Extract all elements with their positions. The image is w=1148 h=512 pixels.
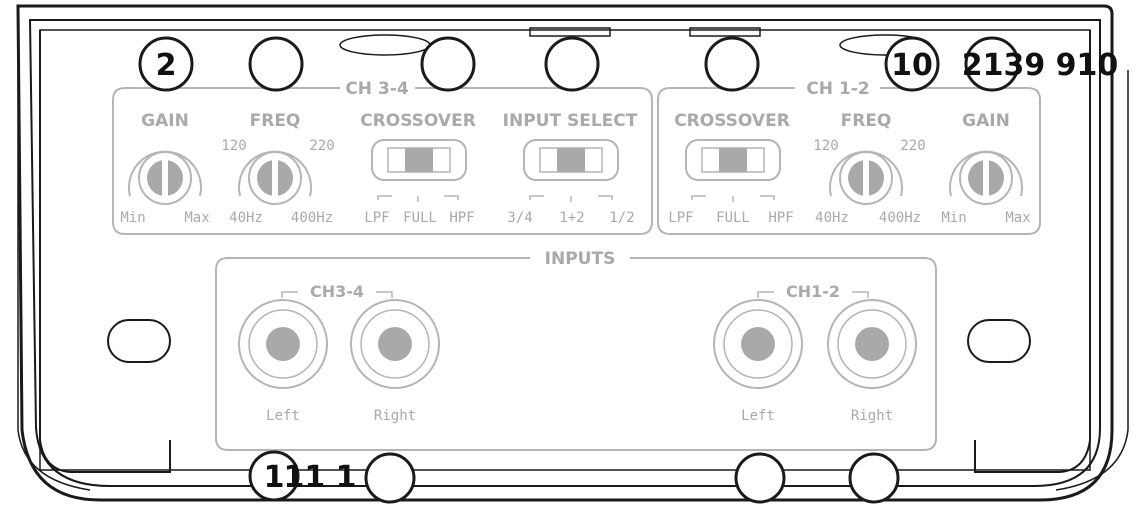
ch12-gain-label: GAIN (962, 111, 1010, 131)
callout-circle (420, 36, 476, 92)
callout-label-top-left: 2 (156, 48, 177, 83)
mount-slot-right (967, 319, 1031, 363)
callout-circle (964, 36, 1020, 92)
mount-slot-left (107, 319, 171, 363)
ch12-freq-label: FREQ (841, 111, 892, 131)
ch34-gain-min: Min (120, 210, 145, 226)
ch34-crossover-switch[interactable] (371, 139, 467, 181)
ch12-freq-120: 120 (813, 138, 838, 154)
callout-circle (884, 36, 940, 92)
ch34-gain-max: Max (184, 210, 209, 226)
inputs-ch12-left-label: Left (741, 408, 775, 424)
ch12-gain-knob[interactable] (949, 150, 1023, 205)
ch34-freq-40hz: 40Hz (229, 210, 263, 226)
ch34-freq-220: 220 (309, 138, 334, 154)
callouts-bottom: 1 11 1 (248, 450, 900, 504)
ch12-crossover-full: FULL (716, 210, 750, 226)
ch12-freq-40hz: 40Hz (815, 210, 849, 226)
ch12-crossover-switch[interactable] (685, 139, 781, 181)
callout-label-bottom-left: 1 (264, 460, 285, 495)
inputs-ch34-right-label: Right (374, 408, 416, 424)
ch34-control-box: CH 3-4 GAIN Min Max FREQ 120 220 40Hz 40… (112, 79, 653, 235)
callouts-top: 2 10 2139 910 (138, 36, 1119, 92)
rca-input-ch34-left[interactable] (238, 299, 328, 389)
ch34-input-34: 3/4 (507, 210, 532, 226)
ch34-gain-label: GAIN (141, 111, 189, 131)
rca-input-ch12-left[interactable] (713, 299, 803, 389)
housing (16, 4, 1129, 502)
ch34-crossover-hpf: HPF (449, 210, 474, 226)
callout-circle (248, 36, 304, 92)
ch12-control-box: CH 1-2 CROSSOVER LPF FULL HPF FREQ 120 2… (657, 79, 1041, 235)
ch34-title: CH 3-4 (345, 79, 409, 99)
ch34-freq-400hz: 400Hz (291, 210, 333, 226)
ch12-freq-400hz: 400Hz (879, 210, 921, 226)
callout-circle (848, 452, 900, 504)
callout-label-group: 2139 910 (962, 48, 1119, 83)
inputs-ch12-right-label: Right (851, 408, 893, 424)
ch34-crossover-full: FULL (403, 210, 437, 226)
ch34-freq-label: FREQ (250, 111, 301, 131)
callout-circle (364, 452, 416, 504)
ch12-gain-min: Min (941, 210, 966, 226)
rca-input-ch34-right[interactable] (350, 299, 440, 389)
ch34-input-select-switch[interactable] (523, 139, 619, 181)
ch12-freq-220: 220 (900, 138, 925, 154)
ch12-crossover-label: CROSSOVER (674, 111, 790, 131)
inputs-ch34-label: CH3-4 (310, 282, 364, 301)
callout-label-10: 10 (891, 48, 933, 83)
ch34-freq-knob[interactable] (238, 150, 312, 205)
ch34-input-1plus2: 1+2 (559, 210, 584, 226)
callout-circle (704, 36, 760, 92)
callout-circle (248, 450, 300, 502)
inputs-box: INPUTS CH3-4 Left Right CH1-2 Left (215, 249, 937, 451)
inputs-title: INPUTS (545, 249, 616, 269)
ch34-freq-120: 120 (221, 138, 246, 154)
ch34-crossover-lpf: LPF (364, 210, 389, 226)
inputs-ch12-label: CH1-2 (786, 282, 840, 301)
callout-circle (734, 452, 786, 504)
callout-circle (138, 36, 194, 92)
ch12-crossover-lpf: LPF (668, 210, 693, 226)
inputs-ch34-left-label: Left (266, 408, 300, 424)
rca-input-ch12-right[interactable] (827, 299, 917, 389)
ch34-gain-knob[interactable] (128, 150, 202, 205)
ch12-crossover-hpf: HPF (768, 210, 793, 226)
ch34-input-select-label: INPUT SELECT (503, 111, 638, 131)
ch34-input-12: 1/2 (609, 210, 634, 226)
ch34-crossover-label: CROSSOVER (360, 111, 476, 131)
ch12-gain-max: Max (1005, 210, 1030, 226)
callout-label-bottom-left-2: 11 1 (283, 460, 356, 495)
ch12-title: CH 1-2 (806, 79, 869, 99)
callout-circle (544, 36, 600, 92)
ch12-freq-knob[interactable] (829, 150, 903, 205)
